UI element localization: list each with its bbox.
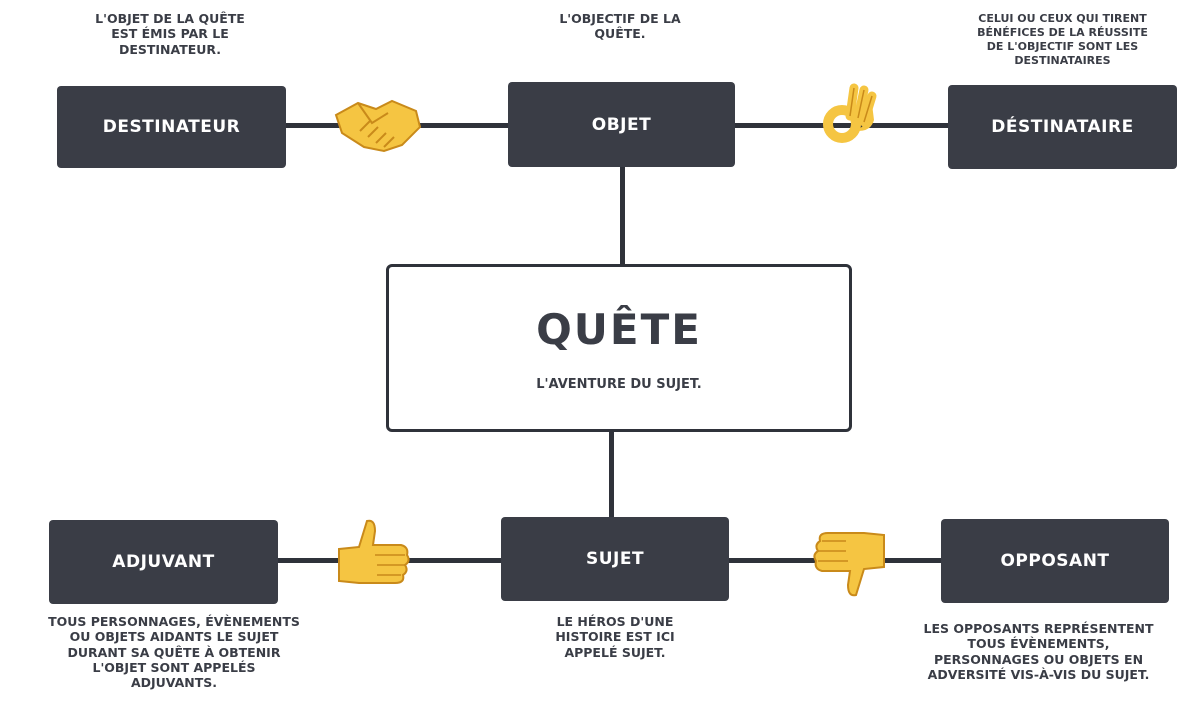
destinateur-caption: L'OBJET DE LA QUÊTE EST ÉMIS PAR LE DEST… xyxy=(40,11,300,57)
connector-objet-destinataire xyxy=(735,123,950,128)
destinateur-box: DESTINATEUR xyxy=(57,86,286,168)
caption-line: LE HÉROS D'UNE xyxy=(556,614,674,629)
thumbs-up-icon xyxy=(338,519,410,584)
caption-line: ADVERSITÉ VIS-À-VIS DU SUJET. xyxy=(927,666,1150,682)
opposant-label: OPPOSANT xyxy=(1000,551,1110,571)
caption-line: LES OPPOSANTS REPRÉSENTENT xyxy=(923,621,1154,636)
caption-line: TOUS ÉVÈNEMENTS, xyxy=(967,636,1110,652)
destinateur-label: DESTINATEUR xyxy=(102,117,241,137)
caption-line: PERSONNAGES OU OBJETS EN xyxy=(933,651,1144,667)
sujet-box: SUJET xyxy=(501,517,729,601)
quete-box: QUÊTE L'AVENTURE DU SUJET. xyxy=(386,264,852,432)
quete-subtitle: L'AVENTURE DU SUJET. xyxy=(536,377,702,392)
caption-line: L'OBJET SONT APPELÉS xyxy=(92,659,256,675)
caption-line: DESTINATAIRES xyxy=(1014,54,1111,68)
objet-label: OBJET xyxy=(591,114,652,135)
adjuvant-caption: TOUS PERSONNAGES, ÉVÈNEMENTS OU OBJETS A… xyxy=(4,614,344,690)
destinataire-label: DÉSTINATAIRE xyxy=(991,117,1134,137)
ok-hand-icon xyxy=(823,83,877,143)
quete-title: QUÊTE xyxy=(536,305,702,354)
caption-line: EST ÉMIS PAR LE xyxy=(111,26,229,42)
adjuvant-label: ADJUVANT xyxy=(112,552,215,572)
connector-objet-quete xyxy=(620,167,625,266)
caption-line: DURANT SA QUÊTE À OBTENIR xyxy=(67,644,281,660)
destinataire-caption: CELUI OU CEUX QUI TIRENT BÉNÉFICES DE LA… xyxy=(925,12,1200,68)
objet-caption: L'OBJECTIF DE LA QUÊTE. xyxy=(495,11,745,42)
handshake-icon xyxy=(334,99,422,153)
caption-line: QUÊTE. xyxy=(594,26,646,42)
objet-box: OBJET xyxy=(508,82,735,167)
opposant-box: OPPOSANT xyxy=(941,519,1169,603)
caption-line: APPELÉ SUJET. xyxy=(564,644,666,660)
connector-quete-sujet xyxy=(609,430,614,520)
caption-line: DESTINATEUR. xyxy=(118,41,222,57)
caption-line: HISTOIRE EST ICI xyxy=(555,629,675,645)
caption-line: ADJUVANTS. xyxy=(130,675,218,690)
sujet-caption: LE HÉROS D'UNE HISTOIRE EST ICI APPELÉ S… xyxy=(505,614,725,660)
adjuvant-box: ADJUVANT xyxy=(49,520,278,604)
destinataire-box: DÉSTINATAIRE xyxy=(948,85,1177,169)
caption-line: TOUS PERSONNAGES, ÉVÈNEMENTS xyxy=(48,614,300,629)
caption-line: DE L'OBJECTIF SONT LES xyxy=(986,40,1139,54)
thumbs-down-icon xyxy=(813,532,885,597)
sujet-label: SUJET xyxy=(585,549,645,569)
caption-line: OU OBJETS AIDANTS LE SUJET xyxy=(69,629,279,645)
caption-line: CELUI OU CEUX QUI TIRENT xyxy=(978,12,1147,25)
caption-line: L'OBJET DE LA QUÊTE xyxy=(95,11,245,26)
opposant-caption: LES OPPOSANTS REPRÉSENTENT TOUS ÉVÈNEMEN… xyxy=(876,621,1201,682)
caption-line: L'OBJECTIF DE LA xyxy=(559,11,681,26)
caption-line: BÉNÉFICES DE LA RÉUSSITE xyxy=(977,26,1148,40)
